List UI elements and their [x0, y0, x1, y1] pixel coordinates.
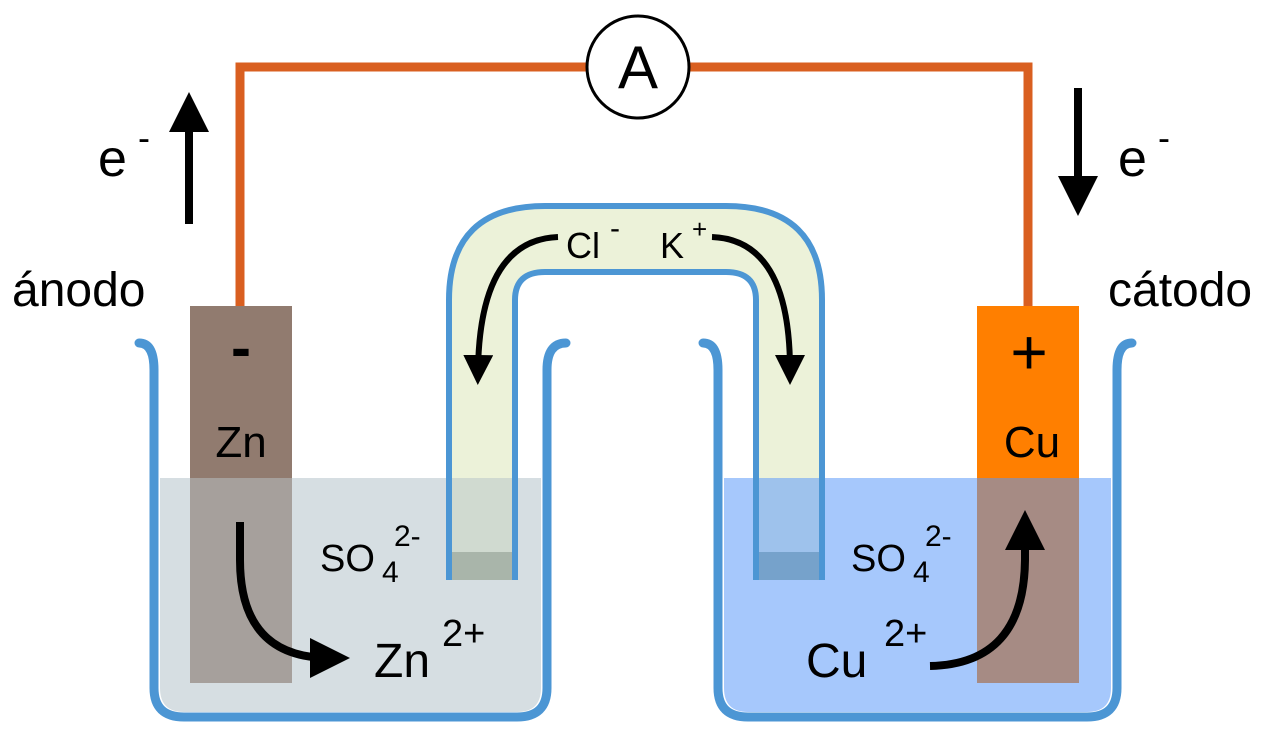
potassium-flow-arrow — [711, 234, 805, 385]
salt-bridge-cation: K — [660, 225, 684, 266]
salt-bridge-anion-charge: - — [610, 212, 620, 245]
ammeter-circle — [585, 14, 691, 120]
right-sulfate-label: SO — [851, 538, 906, 580]
zinc-ion-label: Zn — [374, 635, 430, 688]
right-sulfate-subscript: 4 — [913, 556, 930, 589]
copper-ion-charge: 2+ — [884, 613, 927, 655]
right-electron-label: e — [1118, 130, 1147, 188]
copper-ion-label: Cu — [806, 635, 867, 688]
copper-electrode — [977, 306, 1079, 478]
cathode-sign: + — [1010, 316, 1047, 388]
salt-bridge-right-plug — [756, 552, 822, 580]
cathode-label: cátodo — [1108, 264, 1252, 317]
copper-reduction-arrow — [929, 510, 1045, 670]
left-beaker-outline — [134, 338, 571, 722]
salt-bridge-outline — [446, 203, 825, 580]
ammeter: A — [585, 14, 691, 120]
salt-bridge-cation-charge: + — [692, 214, 707, 244]
left-electron-charge: - — [138, 117, 150, 158]
right-electron-charge: - — [1158, 117, 1170, 158]
zinc-electrode — [190, 306, 292, 478]
anode-sign: - — [231, 314, 251, 381]
ammeter-symbol: A — [618, 34, 658, 101]
left-electron-label: e — [98, 130, 127, 188]
right-sulfate-charge: 2- — [925, 520, 952, 553]
salt-bridge — [446, 203, 825, 580]
left-sulfate-subscript: 4 — [382, 556, 399, 589]
zinc-oxidation-arrow — [236, 522, 350, 678]
salt-bridge-left-plug — [449, 552, 515, 580]
salt-bridge-anion: Cl — [566, 225, 600, 266]
anode-label: ánodo — [12, 264, 145, 317]
chloride-flow-arrow — [463, 234, 559, 385]
left-sulfate-charge: 2- — [394, 520, 421, 553]
left-sulfate-label: SO — [320, 538, 375, 580]
zinc-ion-charge: 2+ — [442, 613, 485, 655]
copper-electrode-submerged — [977, 478, 1079, 683]
zinc-label: Zn — [215, 418, 266, 467]
right-beaker-outline — [698, 338, 1137, 722]
copper-label: Cu — [1004, 418, 1060, 467]
